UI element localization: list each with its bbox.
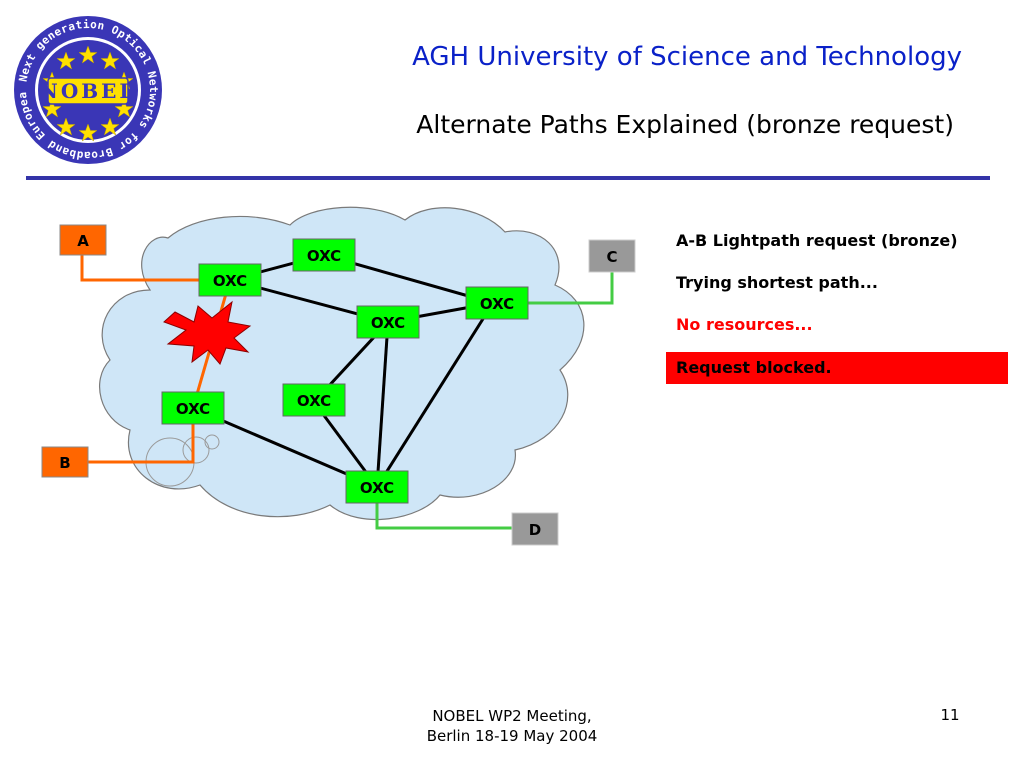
- failure-burst-icon: [163, 300, 252, 365]
- status-trying: Trying shortest path...: [676, 273, 878, 292]
- access-link-c: [493, 272, 614, 305]
- endpoint-a: A: [59, 224, 107, 256]
- organization-title: AGH University of Science and Technology: [412, 42, 962, 72]
- status-blocked-banner: Request blocked.: [666, 352, 1008, 384]
- oxc-node-1: OXC: [198, 263, 262, 297]
- oxc-node-4-label: OXC: [480, 295, 514, 313]
- title-divider: [26, 176, 990, 180]
- nobel-logo: Next generation Optical Networks for Bro…: [12, 14, 162, 164]
- oxc-node-6-label: OXC: [297, 392, 331, 410]
- endpoint-c: C: [588, 239, 636, 273]
- page-number: 11: [940, 706, 960, 724]
- status-no-resources: No resources...: [676, 315, 813, 334]
- oxc-node-1-label: OXC: [213, 272, 247, 290]
- access-link-a: [80, 255, 230, 282]
- svg-text:NOBEL: NOBEL: [40, 79, 137, 103]
- endpoint-a-label: A: [77, 232, 89, 250]
- oxc-node-2-label: OXC: [307, 247, 341, 265]
- oxc-node-3-label: OXC: [371, 314, 405, 332]
- endpoint-b-label: B: [59, 454, 70, 472]
- oxc-node-7: OXC: [345, 470, 409, 504]
- footer-meeting: NOBEL WP2 Meeting, Berlin 18-19 May 2004: [362, 706, 662, 746]
- link-n4-n7: [375, 302, 495, 488]
- network-diagram: OXC OXC OXC OXC OXC OXC OXC A B C D: [41, 206, 636, 546]
- access-link-b: [88, 408, 195, 464]
- oxc-node-5: OXC: [161, 391, 225, 425]
- footer-line-1: NOBEL WP2 Meeting,: [432, 707, 592, 725]
- oxc-node-3: OXC: [356, 305, 420, 339]
- footer-line-2: Berlin 18-19 May 2004: [426, 727, 598, 745]
- endpoint-b: B: [41, 446, 89, 478]
- oxc-node-2: OXC: [292, 238, 356, 272]
- endpoint-d: D: [511, 512, 559, 546]
- oxc-node-7-label: OXC: [360, 479, 394, 497]
- oxc-node-4: OXC: [465, 286, 529, 320]
- status-request: A-B Lightpath request (bronze): [676, 231, 958, 250]
- endpoint-d-label: D: [529, 521, 541, 539]
- slide-title: Alternate Paths Explained (bronze reques…: [416, 110, 954, 139]
- endpoint-c-label: C: [606, 248, 617, 266]
- oxc-node-6: OXC: [282, 383, 346, 417]
- oxc-node-5-label: OXC: [176, 400, 210, 418]
- link-n3-n7: [375, 321, 390, 488]
